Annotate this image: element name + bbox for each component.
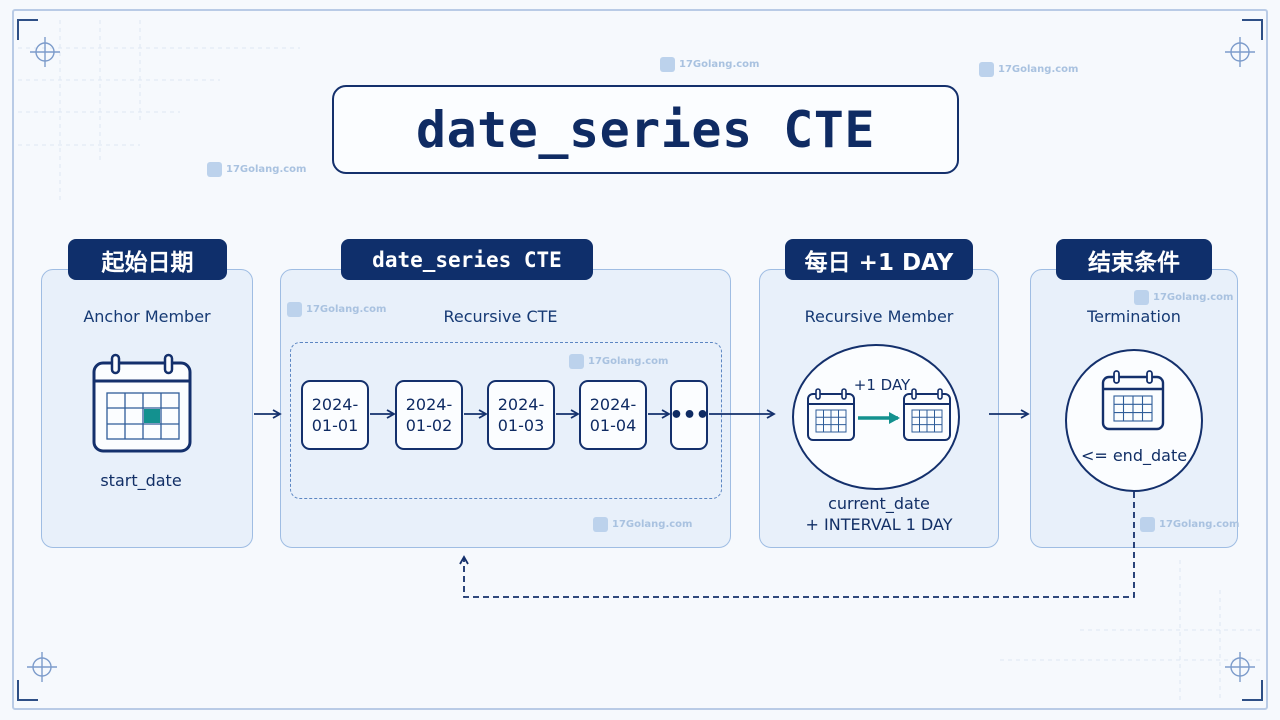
calendar-icon: [807, 388, 855, 441]
watermark: 17Golang.com: [287, 302, 386, 317]
watermark: 17Golang.com: [207, 162, 306, 177]
watermark-logo-icon: [979, 62, 994, 77]
anchor-title: Anchor Member: [83, 307, 211, 326]
watermark-logo-icon: [593, 517, 608, 532]
anchor-tag: 起始日期: [68, 239, 227, 280]
ellipsis-box: •••: [669, 380, 710, 450]
step-label: +1 DAY: [853, 376, 911, 394]
termination-tag: 结束条件: [1056, 239, 1212, 280]
date-box: 2024- 01-02: [395, 380, 463, 450]
watermark-logo-icon: [1134, 290, 1149, 305]
watermark: 17Golang.com: [1140, 517, 1239, 532]
expression-line-1: current_date: [828, 494, 930, 513]
date-box: 2024- 01-04: [579, 380, 647, 450]
date-box: 2024- 01-01: [301, 380, 369, 450]
calendar-icon: [1101, 370, 1165, 431]
termination-title: Termination: [1087, 307, 1181, 326]
watermark: 17Golang.com: [979, 62, 1078, 77]
recursive-cte-title: Recursive CTE: [443, 307, 558, 326]
recursive-cte-tag: date_series CTE: [341, 239, 593, 280]
calendar-icon: [92, 353, 192, 453]
outer-frame: [12, 9, 1268, 710]
watermark: 17Golang.com: [1134, 290, 1233, 305]
watermark-logo-icon: [1140, 517, 1155, 532]
recursive-member-tag: 每日 +1 DAY: [785, 239, 973, 280]
watermark: 17Golang.com: [593, 517, 692, 532]
expression-line-2: + INTERVAL 1 DAY: [805, 515, 953, 534]
title-box: date_series CTE: [332, 85, 959, 174]
watermark-logo-icon: [287, 302, 302, 317]
page-title: date_series CTE: [415, 100, 876, 159]
anchor-label: start_date: [100, 471, 182, 490]
watermark-logo-icon: [207, 162, 222, 177]
watermark-logo-icon: [660, 57, 675, 72]
recursive-member-title: Recursive Member: [804, 307, 954, 326]
watermark-logo-icon: [569, 354, 584, 369]
watermark: 17Golang.com: [660, 57, 759, 72]
watermark: 17Golang.com: [569, 354, 668, 369]
termination-condition: <= end_date: [1080, 446, 1188, 465]
date-box: 2024- 01-03: [487, 380, 555, 450]
calendar-icon: [903, 388, 951, 441]
